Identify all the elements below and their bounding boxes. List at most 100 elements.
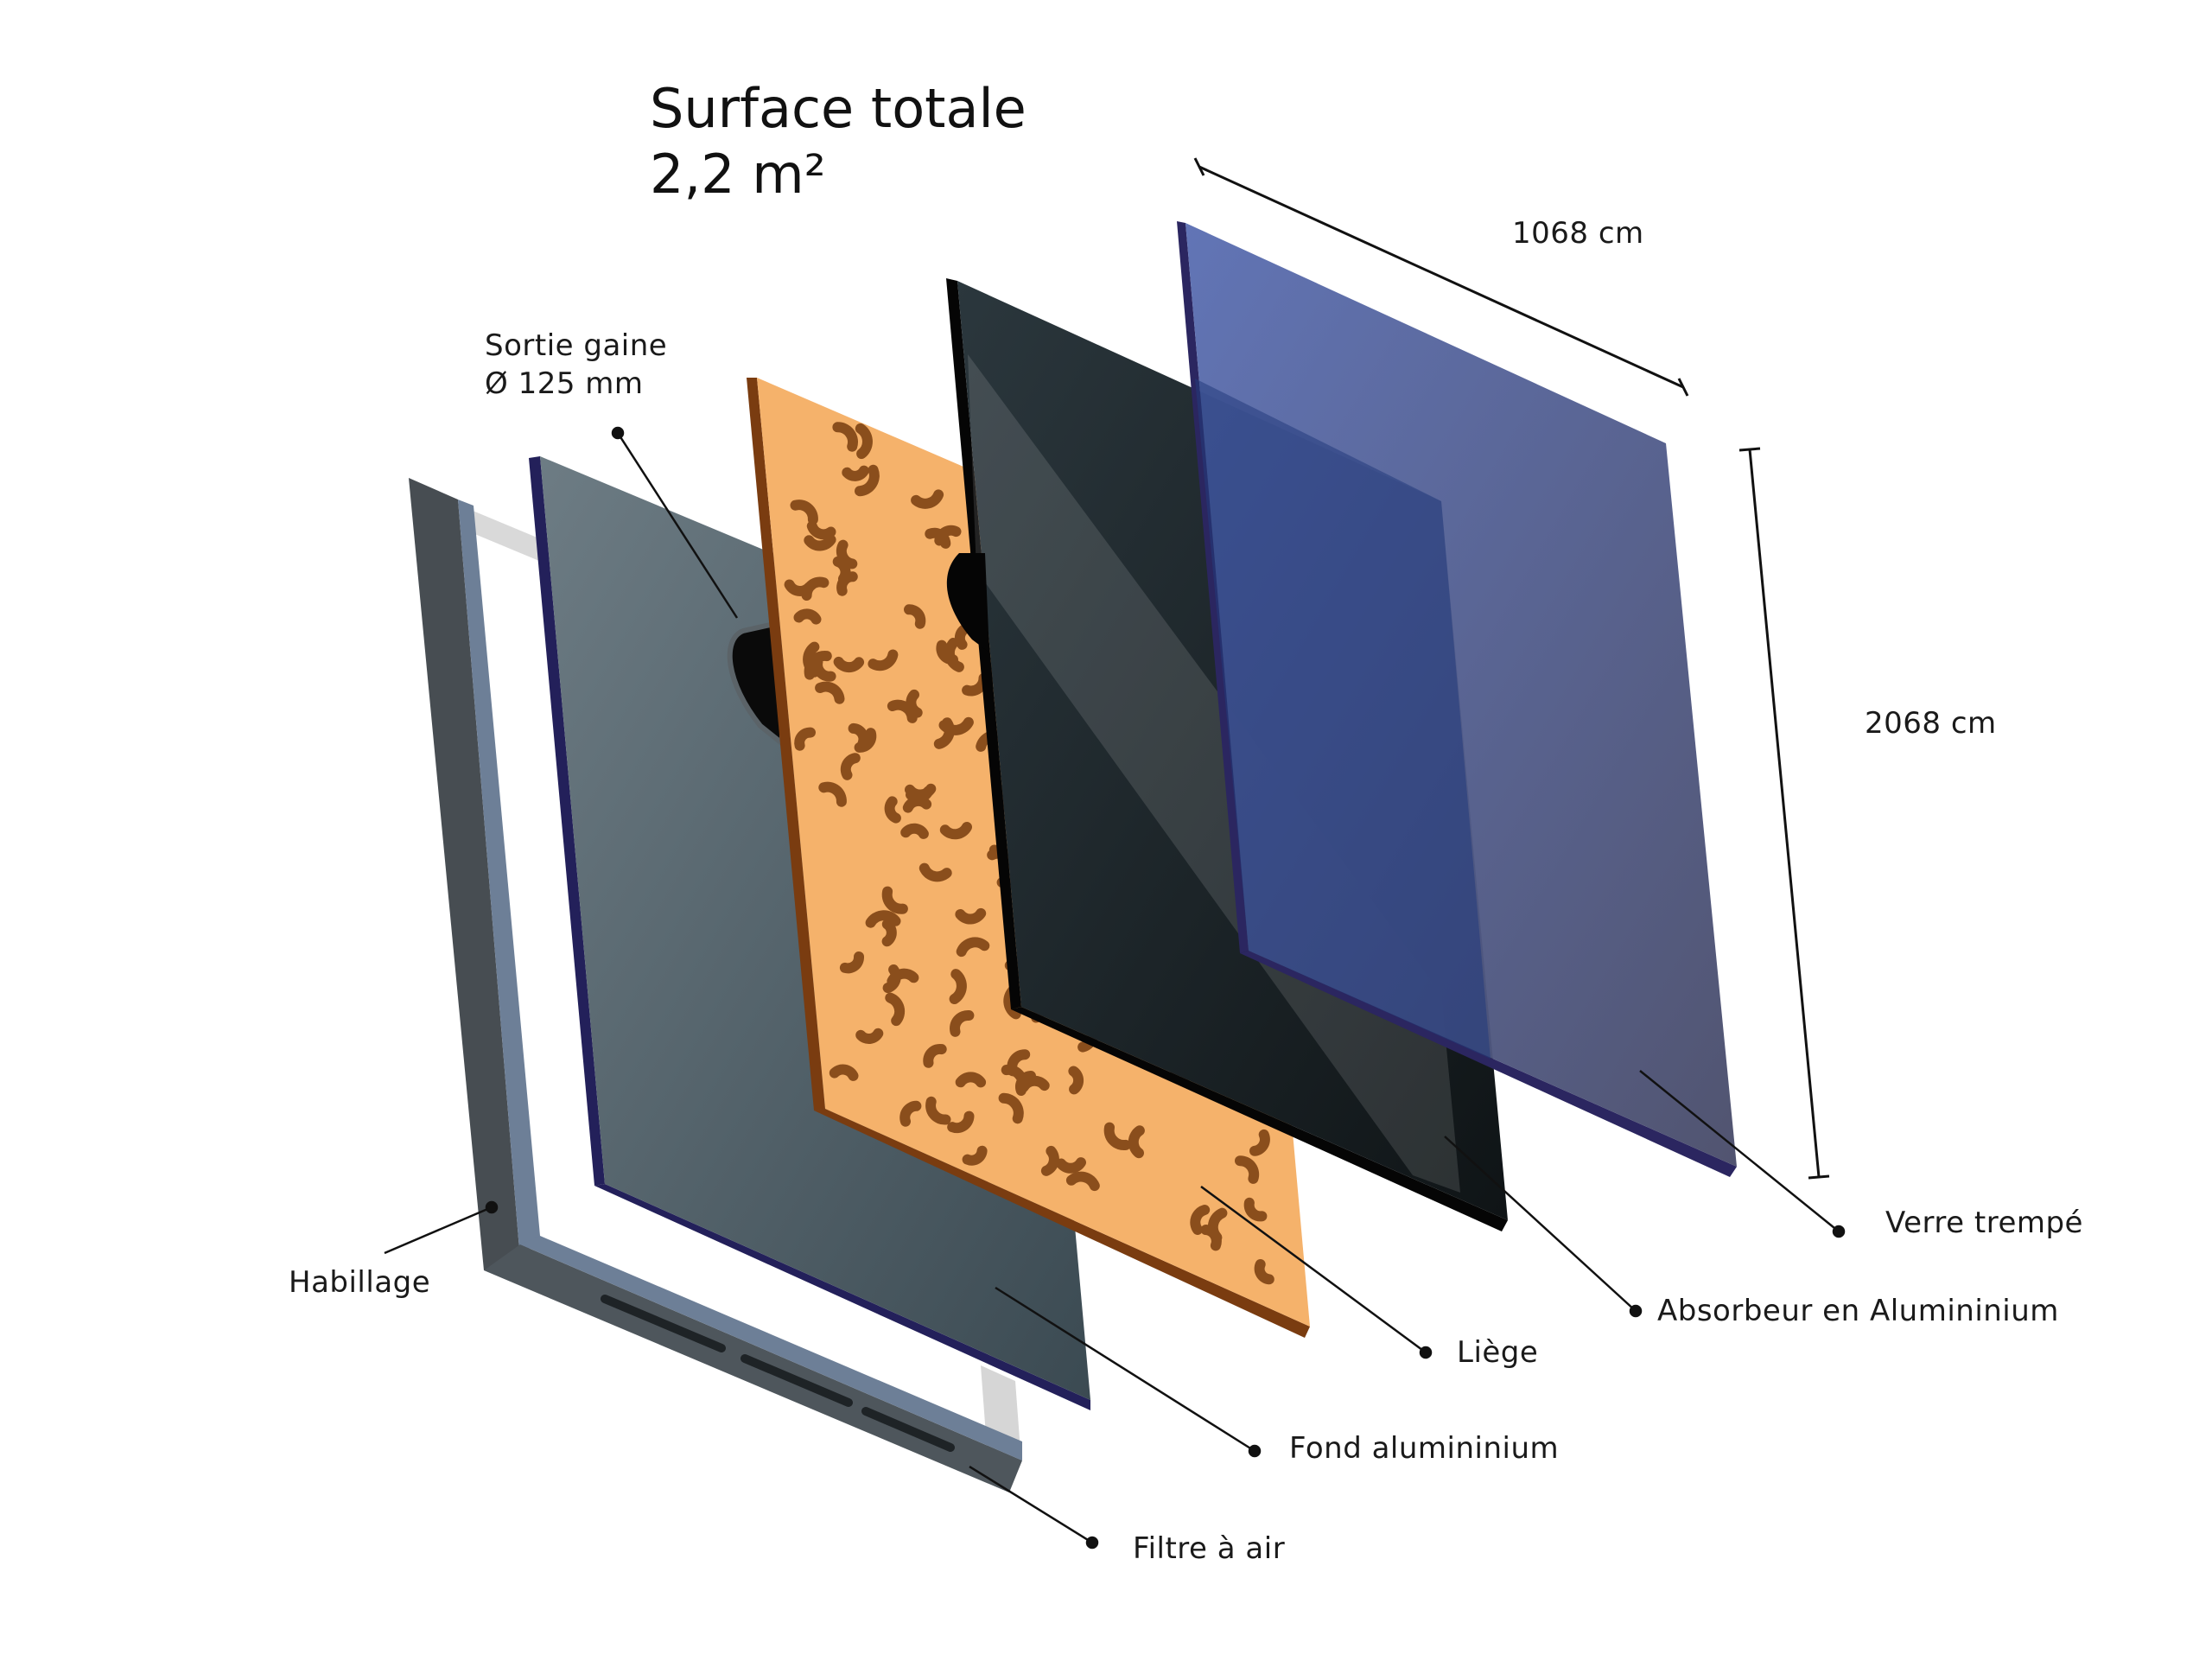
- cork-spot: [832, 556, 851, 584]
- cork-spot: [904, 604, 926, 629]
- liege-dot: [1419, 1346, 1433, 1359]
- cork-spot: [803, 641, 820, 678]
- cork-spot: [911, 489, 944, 509]
- frame-bottom-top: [520, 1236, 1022, 1460]
- glass-verre-trempe: [1177, 221, 1737, 1177]
- cork-spot: [881, 919, 897, 947]
- glass-overlap: [1195, 379, 1491, 1059]
- cork-spot: [923, 1043, 947, 1068]
- page-title: Surface totale 2,2 m²: [650, 76, 1027, 207]
- back-panel-bottom-edge: [594, 1184, 1090, 1410]
- sortie-gaine-line1: Sortie gaine: [485, 328, 668, 363]
- leader-lines: [384, 426, 1846, 1550]
- absorber-edge-bottom: [1011, 1007, 1508, 1231]
- cork-spot: [1254, 1259, 1274, 1285]
- cork-spot: [955, 907, 987, 925]
- cork-spot: [815, 681, 845, 704]
- cork-spot: [887, 968, 919, 987]
- cork-spot: [936, 640, 958, 665]
- cork-spot: [812, 657, 836, 682]
- cork-spot: [881, 886, 908, 914]
- cork-spot: [885, 992, 906, 1027]
- cork-spot: [868, 649, 899, 671]
- cork-spot: [833, 656, 865, 673]
- cork-spot: [939, 822, 972, 840]
- cork-spot: [955, 1072, 987, 1088]
- cork-spot: [899, 1100, 922, 1127]
- cork-spot: [1128, 1125, 1145, 1159]
- sortie-gaine-dot: [611, 426, 625, 440]
- cork-spot: [949, 969, 967, 1004]
- filtre-dot: [1085, 1536, 1099, 1550]
- cork-spot: [829, 1064, 859, 1081]
- width-dimension-label: 1068 cm: [1512, 216, 1644, 251]
- cork-spot: [806, 520, 836, 540]
- height-dimension-line: [1738, 447, 1830, 1180]
- habillage-label: Habillage: [289, 1265, 431, 1300]
- cork-spot: [855, 1028, 884, 1045]
- cork-edge-left: [747, 378, 825, 1110]
- glass-edge-bottom: [1240, 951, 1737, 1177]
- cork-spot: [836, 539, 858, 570]
- sortie-gaine-line2: Ø 125 mm: [485, 366, 644, 402]
- cork-spot: [1068, 1066, 1084, 1095]
- cork-spot: [801, 576, 830, 601]
- cork-spot: [1103, 1122, 1131, 1150]
- cork-spot: [818, 781, 847, 807]
- cork-spot: [1040, 1145, 1059, 1176]
- liege-label: Liège: [1457, 1335, 1539, 1370]
- cork-spot: [918, 862, 952, 882]
- absorbeur-label: Absorbeur en Alumininium: [1657, 1294, 2059, 1328]
- cork-spot: [832, 422, 858, 452]
- cork-spot: [900, 823, 929, 839]
- verre-dot: [1832, 1225, 1846, 1238]
- title-line2: 2,2 m²: [650, 142, 826, 206]
- cork-spot: [925, 1096, 951, 1125]
- glass-edge-left: [1177, 221, 1249, 953]
- back-panel-edge: [529, 456, 605, 1186]
- cork-spot: [1249, 1129, 1270, 1156]
- cork-spot: [950, 1009, 975, 1037]
- cork-edge-bottom: [814, 1109, 1310, 1338]
- fond-label: Fond alumininium: [1289, 1431, 1560, 1466]
- sortie-gaine-label: Sortie gaine Ø 125 mm: [485, 327, 667, 403]
- width-dimension-line: [1193, 157, 1689, 397]
- fond-dot: [1248, 1444, 1262, 1458]
- cork-spot: [1243, 1197, 1268, 1222]
- cork-spot: [998, 1092, 1024, 1124]
- cork-spot: [1065, 1171, 1100, 1192]
- duct-outlet-hole: [727, 619, 785, 749]
- cork-spot: [906, 689, 923, 718]
- cork-spot: [848, 722, 869, 748]
- dimension-lines: [1193, 157, 1830, 1180]
- cork-spot: [855, 423, 873, 460]
- cork-spot: [839, 951, 864, 974]
- absorbeur-dot: [1629, 1304, 1643, 1318]
- cork-spot: [906, 786, 934, 804]
- habillage-dot: [485, 1200, 499, 1214]
- cork-spot: [793, 608, 822, 625]
- cork-spot: [887, 699, 918, 723]
- cork-spot: [925, 527, 951, 549]
- cork-spot: [956, 937, 990, 958]
- cork-spot: [884, 796, 901, 824]
- height-dimension-label: 2068 cm: [1865, 706, 1997, 741]
- cork-spot: [790, 500, 818, 525]
- cork-spot: [840, 753, 861, 780]
- title-line1: Surface totale: [650, 77, 1027, 140]
- air-filter-slots: [601, 1295, 955, 1452]
- verre-trempe-label: Verre trempé: [1885, 1206, 2083, 1240]
- cork-spot: [794, 727, 816, 751]
- cork-spot: [842, 465, 869, 481]
- cork-spot: [1190, 1205, 1211, 1235]
- absorber-duct-hole: [946, 553, 989, 652]
- cork-spot: [933, 717, 955, 749]
- cork-spot: [947, 1110, 975, 1134]
- frame-left-inner: [458, 500, 540, 1260]
- cork-spot: [962, 1145, 988, 1166]
- filtre-label: Filtre à air: [1133, 1531, 1286, 1566]
- cork-spot: [1200, 1225, 1222, 1251]
- cork-spot: [865, 910, 901, 928]
- cork-spot: [855, 464, 880, 497]
